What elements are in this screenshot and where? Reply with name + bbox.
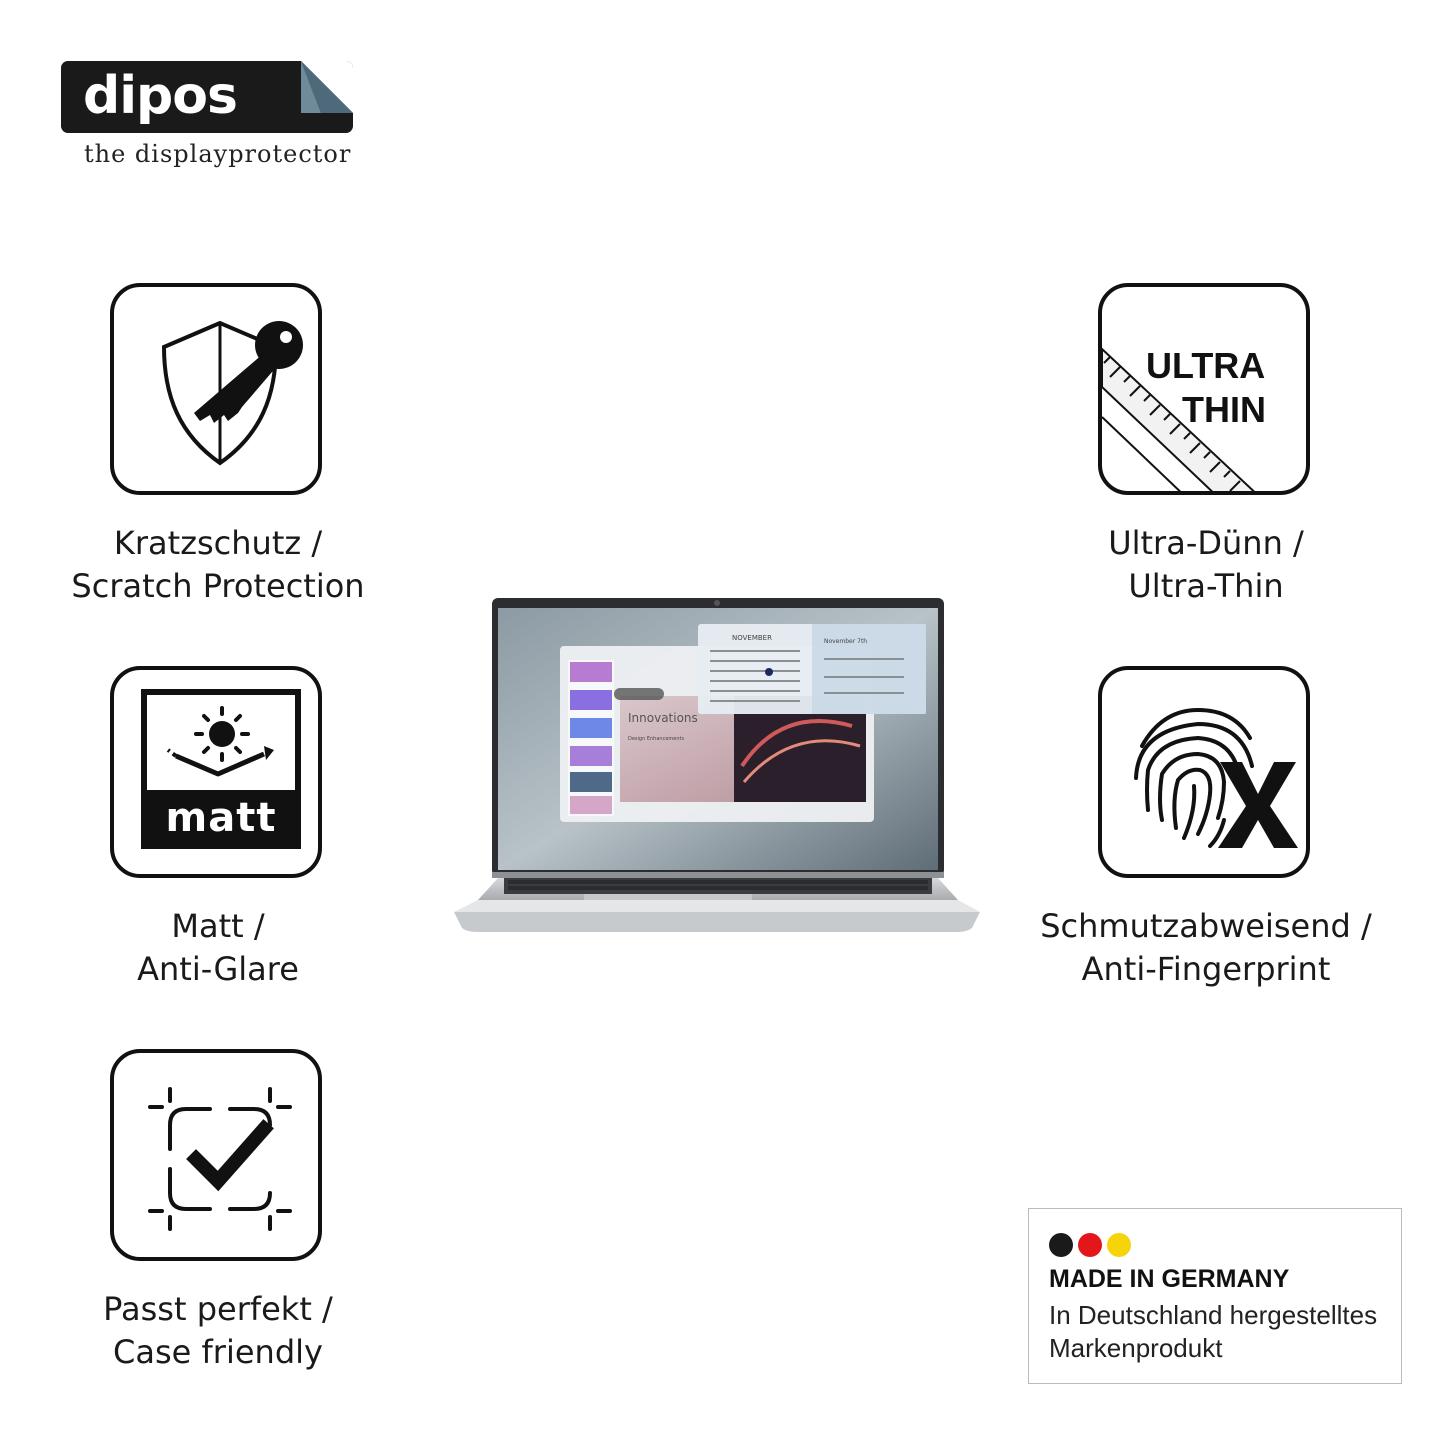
logo-tagline: the displayprotector <box>84 140 352 168</box>
made-in-germany-badge: MADE IN GERMANY In Deutschland hergestel… <box>1028 1208 1402 1384</box>
anti-fingerprint-card <box>1098 666 1310 878</box>
made-in-germany-title: MADE IN GERMANY <box>1049 1265 1290 1293</box>
caption-line: Passt perfekt / <box>103 1290 333 1328</box>
check-frame-icon <box>148 1087 292 1231</box>
logo-brand: dipos <box>83 66 238 126</box>
caption-line: Anti-Fingerprint <box>1081 950 1331 988</box>
caption-line: Ultra-Thin <box>1128 567 1284 605</box>
subtitle-line: In Deutschland hergestelltes <box>1049 1300 1378 1330</box>
laptop-event-date: November 7th <box>824 638 867 645</box>
matt-caption: Matt / Anti-Glare <box>8 905 428 991</box>
ruler-icon <box>1102 347 1255 491</box>
ultra-badge-line2: THIN <box>1182 389 1266 430</box>
case-friendly-caption: Passt perfekt / Case friendly <box>8 1288 428 1374</box>
caption-line: Scratch Protection <box>71 567 365 605</box>
laptop-image: Innovations Design Enhancements NOVEMBER… <box>454 598 980 932</box>
flag-dot-gold <box>1107 1233 1131 1257</box>
sun-matt-icon <box>141 689 301 849</box>
caption-line: Matt / <box>171 907 265 945</box>
caption-line: Schmutzabweisend / <box>1040 907 1372 945</box>
case-friendly-card <box>110 1049 322 1261</box>
matt-card: matt <box>110 666 322 878</box>
laptop-innovations-sub: Design Enhancements <box>628 736 684 742</box>
matt-badge: matt <box>144 790 298 846</box>
caption-line: Case friendly <box>113 1333 323 1371</box>
flag-dot-black <box>1049 1233 1073 1257</box>
logo-peel-icon <box>301 61 353 113</box>
subtitle-line: Markenprodukt <box>1049 1333 1223 1363</box>
made-in-germany-subtitle: In Deutschland hergestelltes Markenprodu… <box>1049 1299 1399 1365</box>
laptop-innovations-title: Innovations <box>628 711 698 725</box>
caption-line: Ultra-Dünn / <box>1108 524 1304 562</box>
ultra-thin-caption: Ultra-Dünn / Ultra-Thin <box>996 522 1416 608</box>
scratch-protection-card <box>110 283 322 495</box>
caption-line: Kratzschutz / <box>113 524 323 562</box>
anti-fingerprint-caption: Schmutzabweisend / Anti-Fingerprint <box>996 905 1416 991</box>
fingerprint-x-icon <box>1134 707 1298 848</box>
laptop-calendar-month: NOVEMBER <box>732 634 772 642</box>
shield-key-icon <box>161 320 303 466</box>
caption-line: Anti-Glare <box>137 950 299 988</box>
ultra-thin-card: ULTRA THIN <box>1098 283 1310 495</box>
flag-dot-red <box>1078 1233 1102 1257</box>
scratch-protection-caption: Kratzschutz / Scratch Protection <box>8 522 428 608</box>
ultra-badge-line1: ULTRA <box>1146 345 1266 386</box>
logo: dipos <box>61 61 353 133</box>
